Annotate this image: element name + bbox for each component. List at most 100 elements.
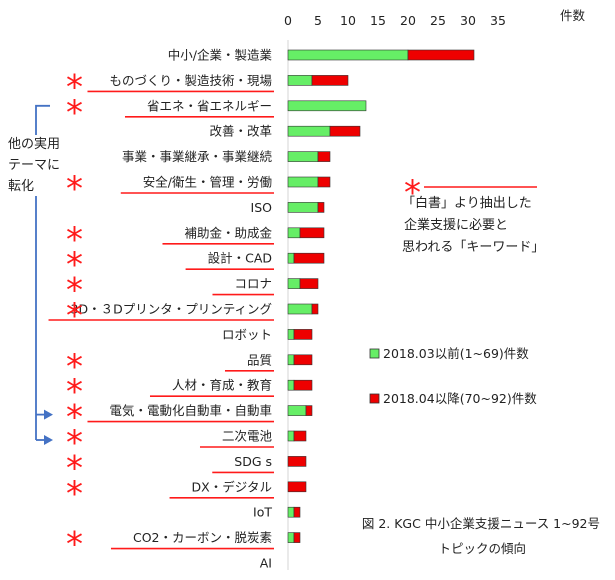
bar-after-2018-04 <box>293 430 307 442</box>
x-tick-label: 35 <box>490 13 506 28</box>
bar-before-2018-03 <box>287 430 295 442</box>
bar-after-2018-04 <box>311 75 349 86</box>
x-tick-label: 10 <box>340 13 356 28</box>
category-label: 二次電池 <box>222 429 273 444</box>
bar-after-2018-04 <box>317 176 331 188</box>
x-tick-label: 5 <box>314 13 322 28</box>
bar-before-2018-03 <box>287 151 319 162</box>
category-label: 3D・３Dプリンタ・プリンティング <box>71 302 272 317</box>
bar-after-2018-04 <box>293 532 301 543</box>
category-label: 電気・電動化自動車・自動車 <box>109 403 272 418</box>
bar-after-2018-04 <box>317 202 325 213</box>
category-label: 品質 <box>247 352 272 367</box>
bar-after-2018-04 <box>293 354 313 366</box>
bar-before-2018-03 <box>287 227 301 239</box>
category-label: 中小/企業・製造業 <box>168 48 273 63</box>
bracket-top-line <box>35 104 50 135</box>
bar-before-2018-03 <box>287 303 313 315</box>
bar-before-2018-03 <box>287 379 295 391</box>
caption-line-1: 図 2. KGC 中小企業支援ニュース 1~92号 <box>362 516 600 531</box>
bracket-arrowhead <box>44 435 53 445</box>
legend-label-before: 2018.03以前(1~69)件数 <box>383 346 529 361</box>
bar-before-2018-03 <box>287 202 319 213</box>
bar-before-2018-03 <box>287 176 319 188</box>
bar-before-2018-03 <box>287 252 295 264</box>
bar-after-2018-04 <box>293 252 325 264</box>
x-tick-label: 0 <box>284 13 292 28</box>
annotation-line-1: 「白書」より抽出した <box>402 195 532 211</box>
bar-before-2018-03 <box>287 75 313 86</box>
keyword-asterisk: * <box>66 296 83 336</box>
keyword-asterisk: * <box>66 474 83 514</box>
bar-after-2018-04 <box>287 481 307 493</box>
keyword-asterisk: * <box>66 245 83 285</box>
x-tick-label: 15 <box>370 13 386 28</box>
figure-caption: 図 2. KGC 中小企業支援ニュース 1~92号 トピックの傾向 <box>362 516 600 556</box>
bar-after-2018-04 <box>407 49 475 61</box>
bar-after-2018-04 <box>317 151 331 162</box>
x-tick-label: 30 <box>460 13 476 28</box>
bar-after-2018-04 <box>311 303 319 315</box>
bar-before-2018-03 <box>287 49 409 61</box>
bracket-label-line: 他の実用 <box>8 136 60 152</box>
legend-swatch-after <box>369 393 380 404</box>
x-tick-label: 20 <box>400 13 416 28</box>
keyword-asterisk: * <box>66 169 83 209</box>
category-label: 改善・改革 <box>209 124 272 139</box>
bar-before-2018-03 <box>287 506 295 518</box>
category-label: ロボット <box>222 327 272 342</box>
keyword-asterisk: * <box>66 67 83 107</box>
category-label: 事業・事業継承・事業継続 <box>122 149 273 164</box>
bar-after-2018-04 <box>293 506 301 518</box>
bar-before-2018-03 <box>287 532 295 543</box>
bar-before-2018-03 <box>287 278 301 289</box>
category-label: 補助金・助成金 <box>184 225 272 240</box>
legend: 2018.03以前(1~69)件数 2018.04以降(70~92)件数 <box>369 346 537 406</box>
category-label: DX・デジタル <box>192 479 272 494</box>
category-label: 安全/衛生・管理・労働 <box>143 175 272 190</box>
category-label: IoT <box>253 505 272 520</box>
category-label: 設計・CAD <box>208 251 272 266</box>
bar-before-2018-03 <box>287 329 295 340</box>
bar-before-2018-03 <box>287 100 367 112</box>
category-label: 人材・育成・教育 <box>172 378 272 393</box>
keyword-asterisk: * <box>66 271 83 311</box>
category-label: コロナ <box>234 276 272 291</box>
bar-before-2018-03 <box>287 354 295 366</box>
caption-line-2: トピックの傾向 <box>438 541 526 556</box>
unit-label: 件数 <box>560 8 586 23</box>
bracket-arrowhead <box>44 409 53 420</box>
keyword-annotation: * 「白書」より抽出した 企業支援に必要と 思われる「キーワード」 <box>402 173 544 255</box>
annotation-line-2: 企業支援に必要と <box>404 217 508 233</box>
keyword-asterisk: * <box>66 220 83 260</box>
annotation-line-3: 思われる「キーワード」 <box>402 240 544 255</box>
bracket-label-line: テーマに <box>8 158 60 173</box>
keyword-asterisk: * <box>66 398 83 438</box>
annotation-asterisk: * <box>404 173 421 213</box>
bar-before-2018-03 <box>287 125 331 137</box>
legend-swatch-before <box>369 348 380 359</box>
category-label: AI <box>260 556 272 571</box>
keyword-asterisk: * <box>66 347 83 387</box>
category-label: CO2・カーボン・脱炭素 <box>133 530 272 545</box>
x-axis-ticks: 0 5 10 15 20 25 30 35 <box>284 13 506 570</box>
keyword-asterisk: * <box>66 423 83 463</box>
category-label: 省エネ・省エネルギー <box>147 98 272 113</box>
bar-after-2018-04 <box>293 379 313 391</box>
category-label: SDG s <box>234 454 272 469</box>
keyword-asterisk: * <box>66 448 83 488</box>
category-label: ISO <box>251 200 273 215</box>
bar-after-2018-04 <box>293 329 313 340</box>
bar-after-2018-04 <box>305 405 313 416</box>
keyword-asterisk: * <box>66 93 83 133</box>
legend-label-after: 2018.04以降(70~92)件数 <box>383 391 537 406</box>
bar-after-2018-04 <box>299 278 319 289</box>
keyword-asterisk: * <box>66 525 83 565</box>
x-tick-label: 25 <box>430 13 446 28</box>
bracket-label-line: 転化 <box>8 179 34 194</box>
category-label: ものづくり・製造技術・現場 <box>109 73 272 88</box>
bar-before-2018-03 <box>287 405 307 416</box>
